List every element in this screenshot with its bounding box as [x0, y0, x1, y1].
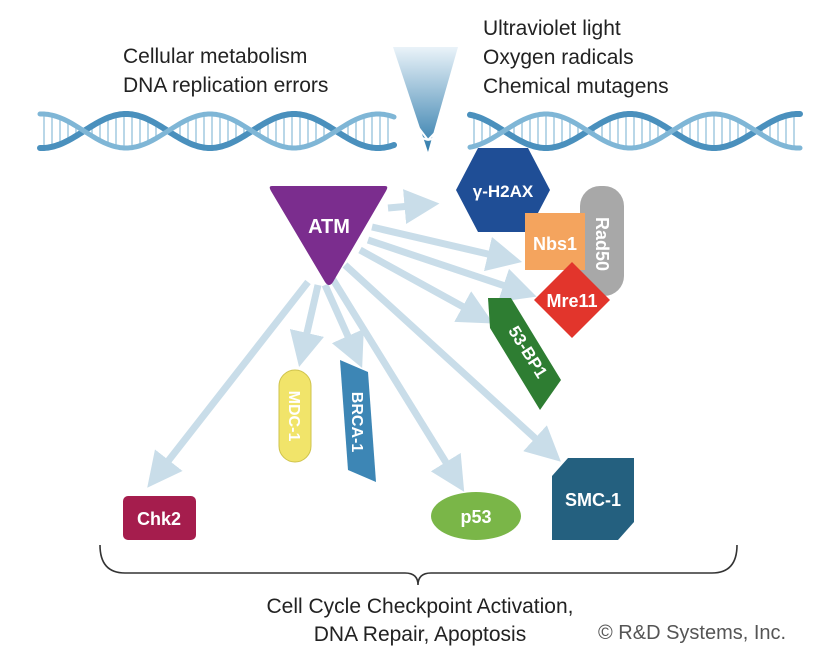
chk2-node: Chk2 [123, 496, 196, 540]
smc1-node: SMC-1 [552, 458, 634, 540]
outcome-line-2: DNA Repair, Apoptosis [313, 623, 527, 646]
arrow-to-smc1 [342, 262, 561, 462]
source-right-3: Chemical mutagens [483, 75, 669, 98]
smc1-label: SMC-1 [565, 490, 621, 510]
arrow-to-mdc1 [289, 284, 324, 368]
chk2-label: Chk2 [137, 509, 181, 529]
nbs1-label: Nbs1 [533, 234, 577, 254]
p53-node: p53 [431, 492, 521, 540]
copyright-notice: © R&D Systems, Inc. [598, 622, 787, 644]
outcome-bracket [99, 544, 738, 586]
arrow-to-brca1 [321, 283, 364, 368]
rad50-label: Rad50 [592, 217, 612, 271]
brca1-node: BRCA-1 [340, 360, 376, 482]
mre11-node: Mre11 [534, 262, 610, 338]
dna-helix [37, 111, 803, 151]
outcome-line-1: Cell Cycle Checkpoint Activation, [266, 595, 574, 618]
arrow-to-h2ax [387, 189, 440, 224]
source-right-2: Oxygen radicals [483, 46, 634, 69]
h2ax-node: γ-H2AX [456, 148, 550, 232]
arrow-to-mre11 [366, 236, 537, 303]
rad50-node: Rad50 [580, 186, 624, 296]
atm-label: ATM [308, 216, 350, 238]
p53-label: p53 [460, 507, 491, 527]
signal-arrows [147, 189, 561, 492]
damage-cone [393, 47, 458, 152]
source-left-1: Cellular metabolism [123, 45, 308, 68]
source-right-1: Ultraviolet light [483, 17, 621, 40]
mre11-label: Mre11 [546, 291, 597, 311]
source-left-2: DNA replication errors [123, 74, 329, 97]
arrow-to-p53 [329, 276, 465, 492]
atm-node: ATM [269, 186, 388, 285]
break-flare [391, 109, 471, 141]
brca1-label: BRCA-1 [348, 392, 365, 453]
arrow-to-bp1 [358, 246, 494, 324]
h2ax-label: γ-H2AX [473, 182, 534, 201]
arrow-to-nbs1 [371, 223, 523, 272]
mdc1-label: MDC-1 [285, 391, 302, 442]
nbs1-node: Nbs1 [525, 213, 585, 270]
mdc1-node: MDC-1 [278, 369, 312, 463]
arrow-to-chk2 [147, 279, 311, 488]
